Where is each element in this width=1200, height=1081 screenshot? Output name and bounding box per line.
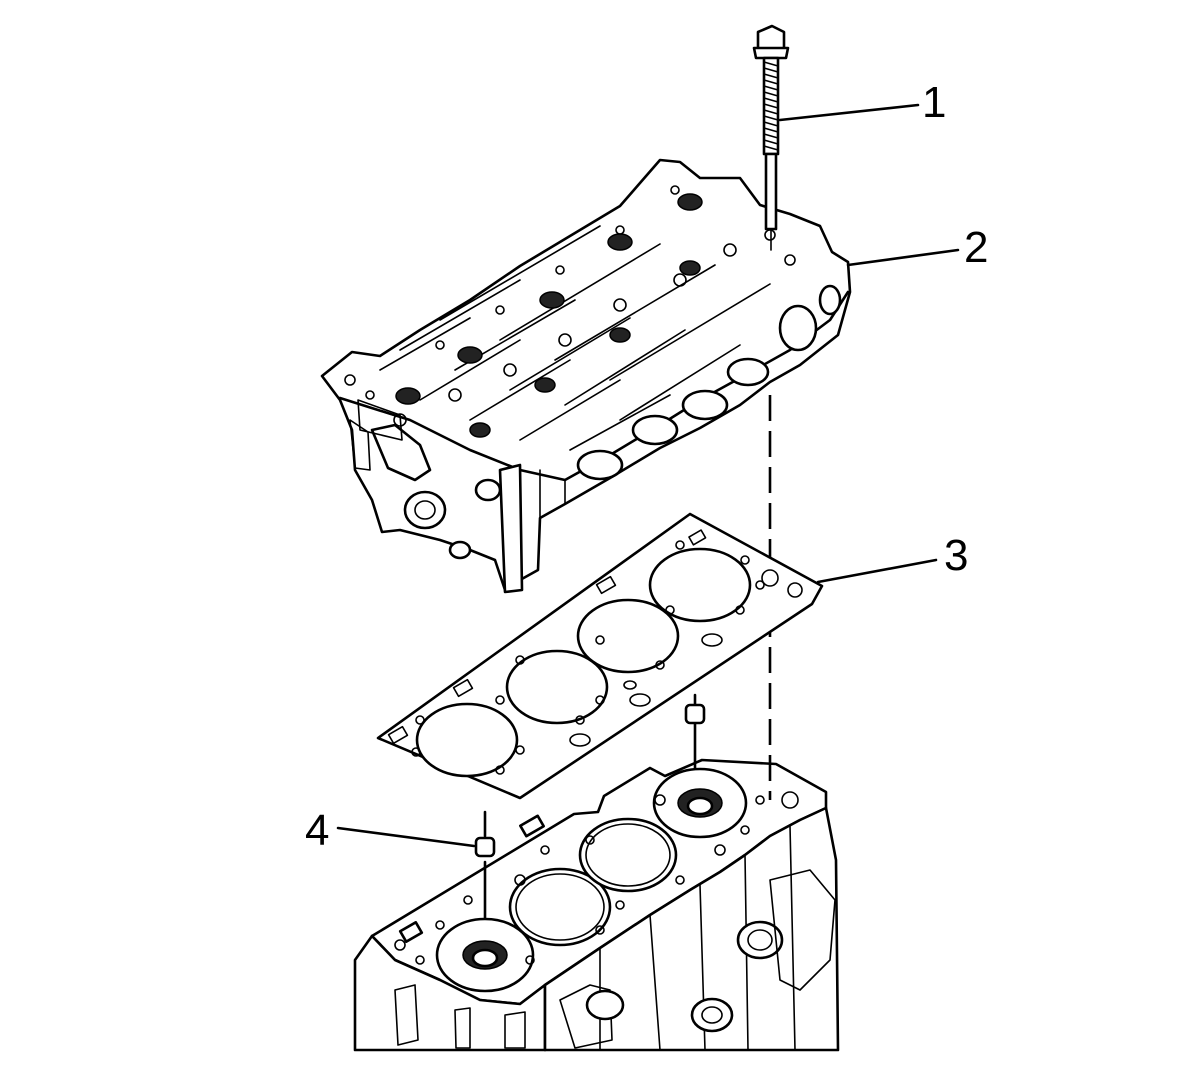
bolt-icon	[752, 24, 790, 251]
cylinder-head-icon	[320, 158, 852, 594]
callout-3-leader	[816, 558, 938, 584]
callout-1-leader	[778, 103, 920, 122]
callout-1-label: 1	[922, 78, 946, 127]
callout-2: 2	[846, 223, 988, 272]
callout-2-label: 2	[964, 223, 988, 272]
head-gasket-icon	[376, 512, 824, 800]
callout-4-leader	[336, 826, 476, 848]
callout-4: 4	[305, 806, 476, 855]
dowel-pin-icon	[474, 693, 706, 920]
callout-2-leader	[846, 248, 960, 267]
engine-block-icon	[353, 758, 840, 1052]
callout-1: 1	[778, 78, 946, 127]
callout-3: 3	[816, 531, 968, 584]
callout-4-label: 4	[305, 806, 329, 855]
callout-3-label: 3	[944, 531, 968, 580]
